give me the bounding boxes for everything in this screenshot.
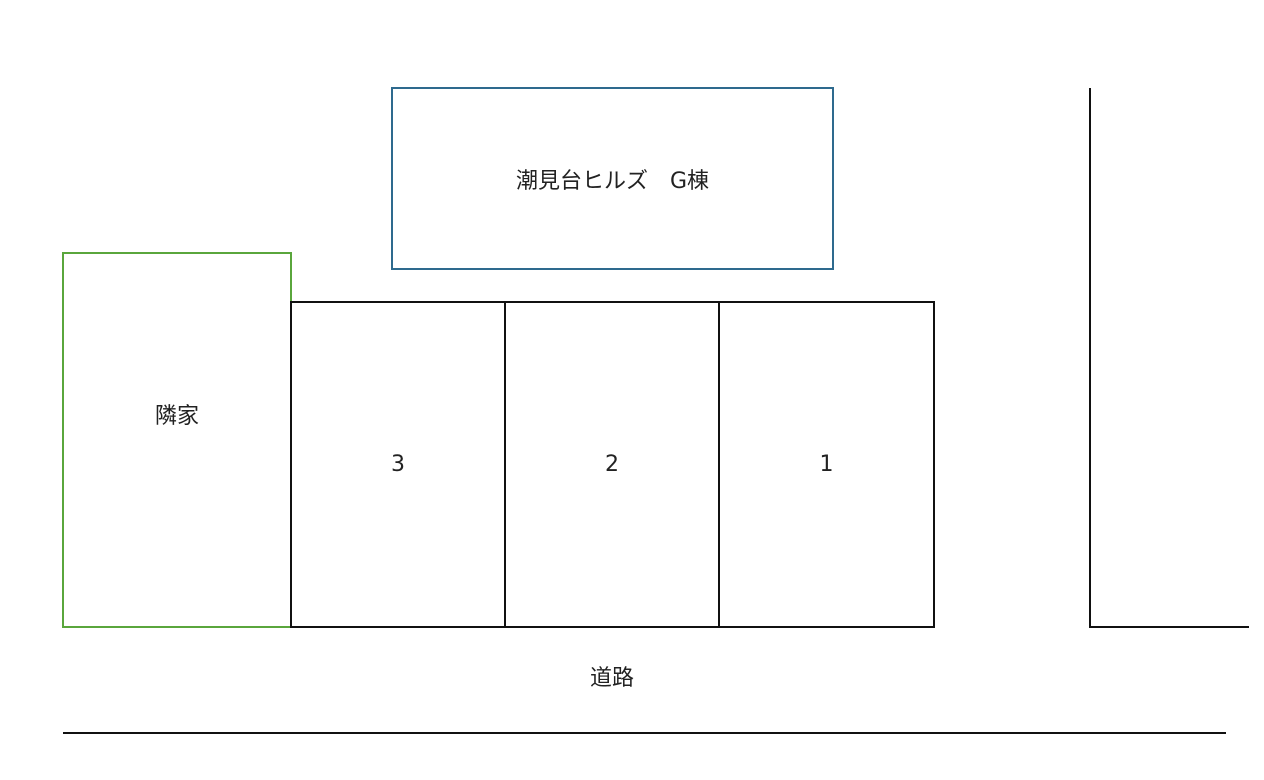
right-boundary-horizontal [1089, 626, 1249, 628]
building-g-label: 潮見台ヒルズ G棟 [515, 168, 710, 194]
neighbor-house: 隣家 [62, 252, 292, 628]
building-g: 潮見台ヒルズ G棟 [391, 87, 834, 270]
lot-1: 1 [718, 301, 935, 628]
lot-2: 2 [504, 301, 720, 628]
right-boundary-vertical [1089, 88, 1091, 628]
lot-2-label: 2 [605, 452, 619, 477]
lot-1-label: 1 [819, 452, 834, 477]
neighbor-house-label: 隣家 [154, 404, 199, 429]
road-edge-line [63, 732, 1226, 734]
lot-3-label: 3 [391, 452, 405, 477]
lot-3: 3 [290, 301, 506, 628]
road-label: 道路 [589, 666, 634, 691]
